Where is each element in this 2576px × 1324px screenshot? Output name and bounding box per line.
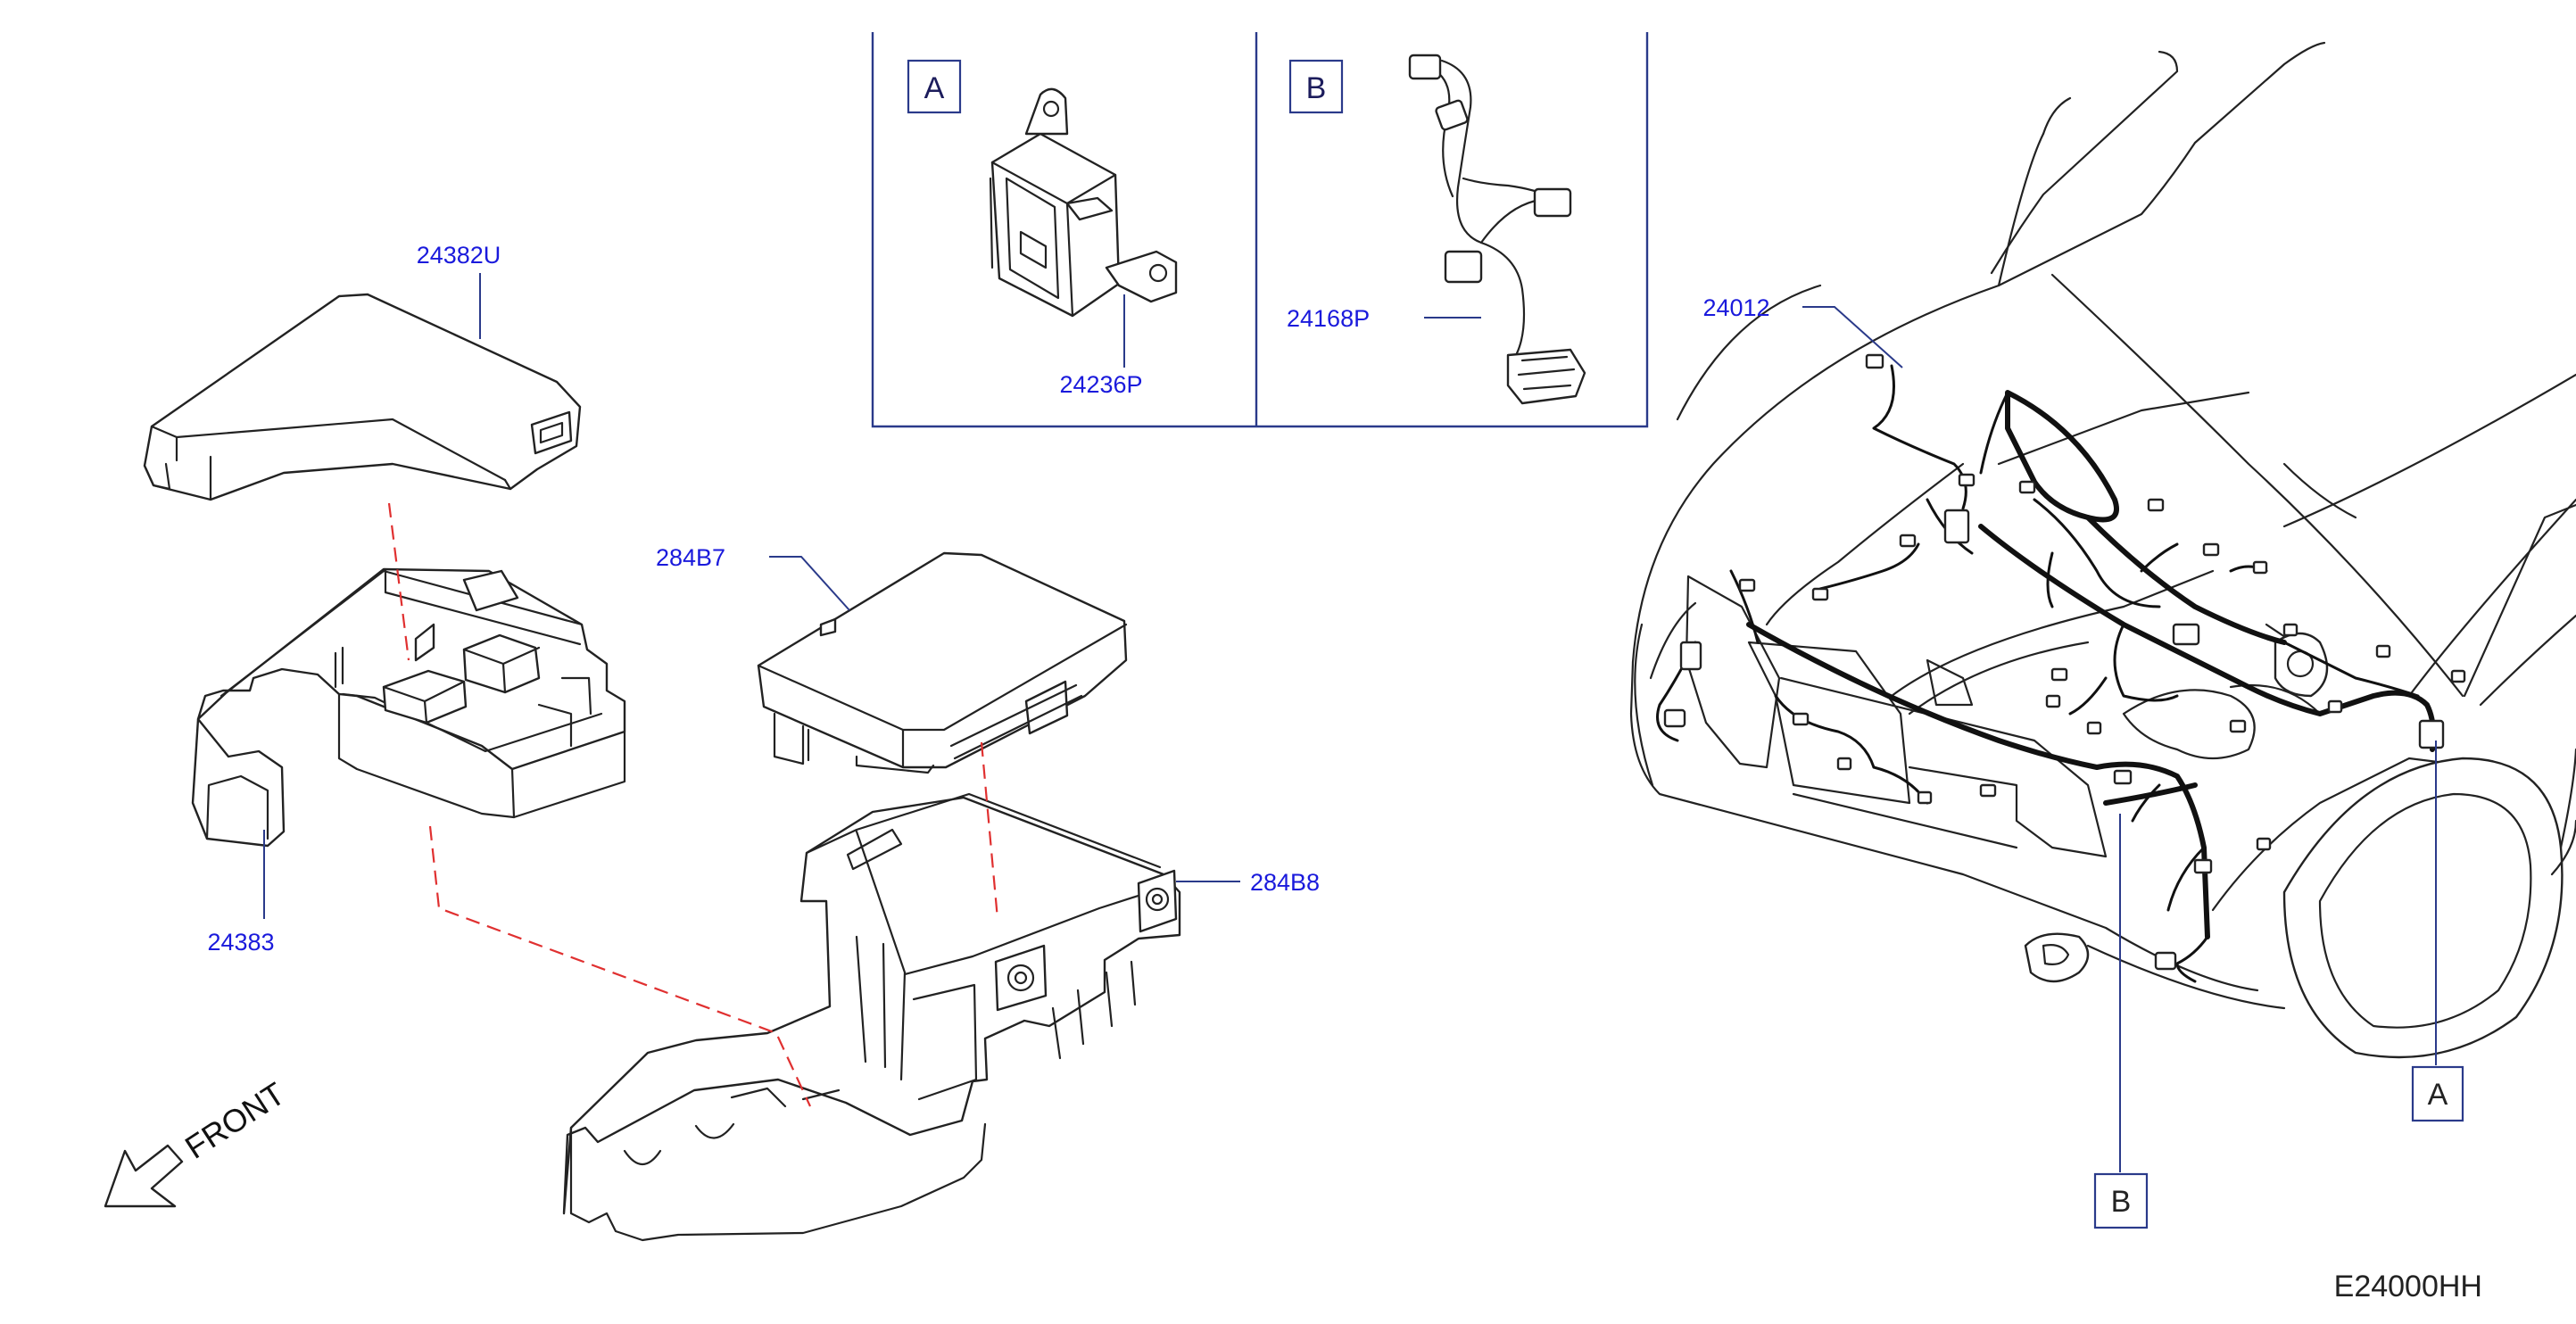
callout-a: A [2411, 741, 2464, 1122]
leader-284B7 [769, 556, 850, 611]
fuse-box-body [191, 567, 626, 848]
inset-a-letter-box [907, 59, 962, 114]
callout-a-box [2411, 1065, 2464, 1122]
assembly-guide-lines [387, 502, 999, 1107]
callout-b: B [2093, 814, 2149, 1229]
fuse-box-cover [143, 293, 582, 501]
inset-b-letter: B [1306, 71, 1327, 105]
part-number-24236P: 24236P [1059, 371, 1142, 398]
part-number-284B8: 284B8 [1250, 869, 1320, 896]
part-number-24383: 24383 [207, 929, 274, 956]
vehicle-drawing [1629, 41, 2576, 1059]
front-label: FRONT [178, 1075, 291, 1166]
ipdm-module [757, 551, 1128, 774]
inset-a-letter: A [924, 71, 945, 105]
diagram-code: E24000HH [2334, 1270, 2482, 1303]
part-number-24168P: 24168P [1287, 305, 1370, 332]
callout-b-box [2093, 1172, 2149, 1229]
inset-a: A 24236P [907, 59, 1178, 398]
part-number-24382U: 24382U [417, 242, 501, 269]
part-number-284B7: 284B7 [656, 544, 725, 571]
callout-b-letter: B [2111, 1185, 2132, 1219]
lower-fuse-holder [562, 792, 1181, 1242]
leader-24012 [1802, 306, 1903, 368]
relay-bracket-drawing [989, 87, 1178, 318]
front-direction-indicator: FRONT [104, 1075, 291, 1208]
callout-a-letter: A [2428, 1078, 2448, 1112]
inset-frame [871, 32, 1649, 428]
sub-harness-drawing [1408, 54, 1586, 405]
harness-connectors [1663, 353, 2466, 971]
part-number-24012: 24012 [1702, 294, 1769, 321]
inset-b: B 24168P [1287, 54, 1586, 405]
front-arrow-icon [104, 1144, 184, 1208]
inset-b-letter-box [1288, 59, 1344, 114]
